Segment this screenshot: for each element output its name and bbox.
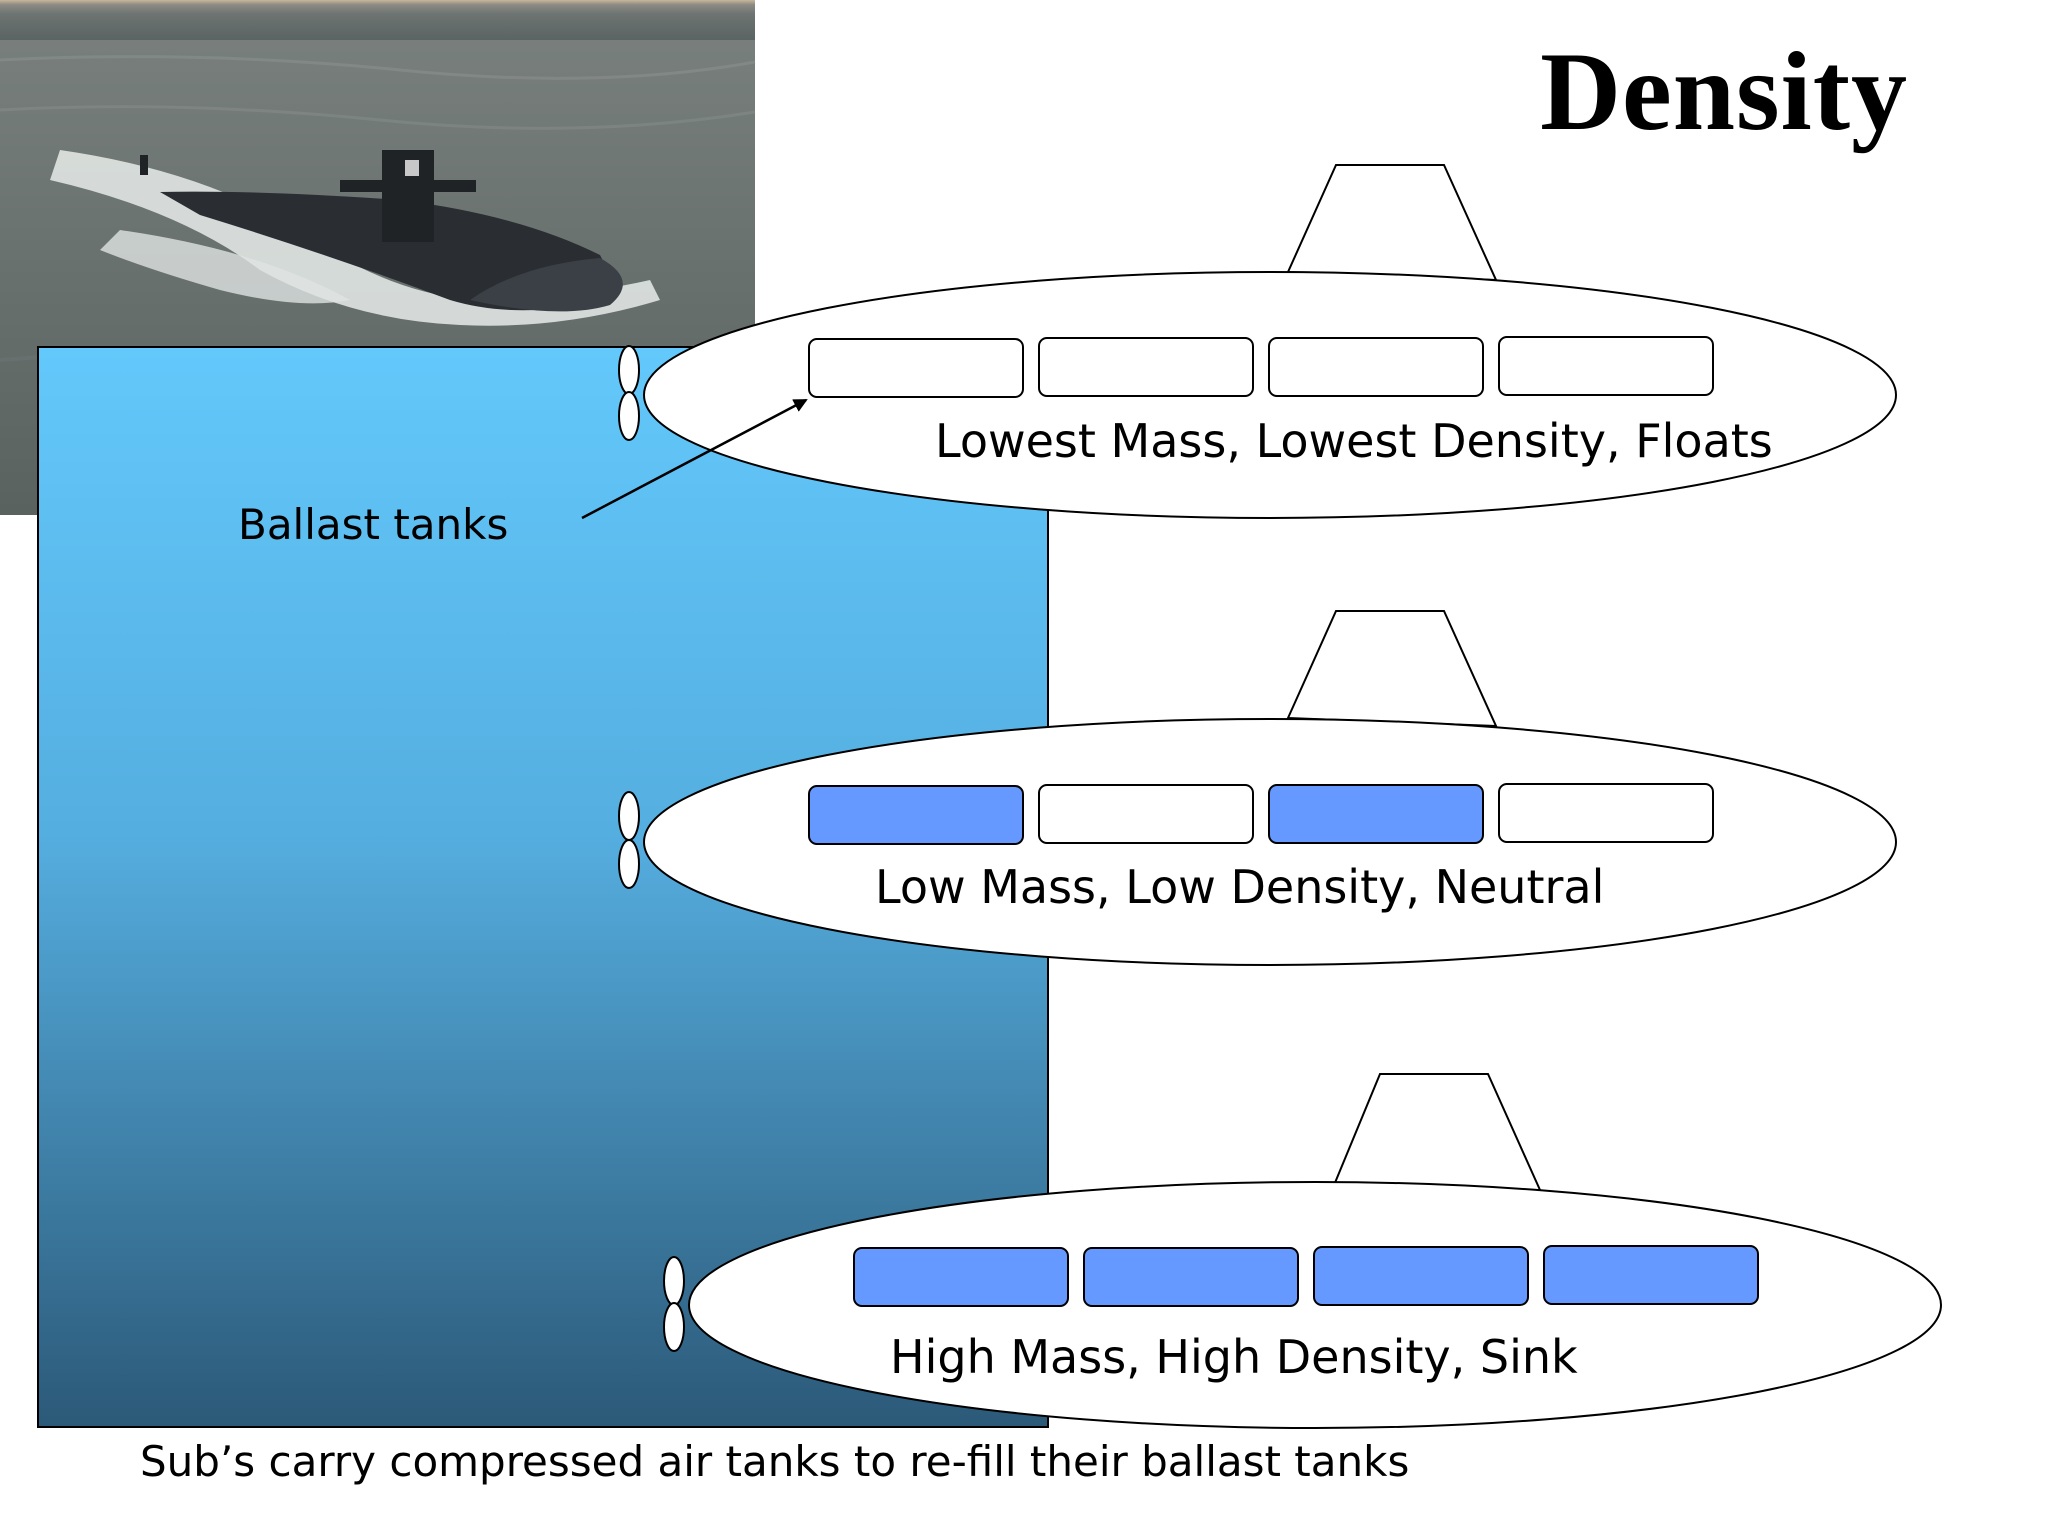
ballast-tank-empty — [1268, 337, 1484, 397]
submarine-caption-sinks: High Mass, High Density, Sink — [890, 1330, 1578, 1384]
propeller-icon — [663, 1256, 685, 1306]
propeller-icon — [618, 391, 640, 441]
conning-tower — [1330, 1073, 1542, 1191]
ballast-tank-filled — [1543, 1245, 1759, 1305]
ballast-tank-filled — [1083, 1247, 1299, 1307]
hull — [643, 718, 1897, 966]
page-title: Density — [1540, 30, 1908, 154]
ballast-tank-filled — [808, 785, 1024, 845]
ballast-arrow — [581, 398, 808, 520]
conning-tower — [1286, 164, 1498, 282]
hull — [643, 271, 1897, 519]
ballast-tank-filled — [1268, 784, 1484, 844]
submarine-sinks — [663, 1073, 1942, 1429]
propeller-icon — [618, 791, 640, 841]
ballast-tanks-label: Ballast tanks — [238, 500, 509, 549]
ballast-tank-filled — [853, 1247, 1069, 1307]
hull — [688, 1181, 1942, 1429]
ballast-tank-empty — [1498, 783, 1714, 843]
submarine-caption-floats: Lowest Mass, Lowest Density, Floats — [935, 414, 1773, 468]
conning-tower — [1286, 610, 1498, 728]
submarine-neutral — [618, 610, 1897, 966]
ballast-tank-empty — [1038, 337, 1254, 397]
propeller-icon — [618, 345, 640, 395]
ballast-tank-empty — [1498, 336, 1714, 396]
propeller-icon — [618, 839, 640, 889]
submarine-caption-neutral: Low Mass, Low Density, Neutral — [875, 860, 1605, 914]
ballast-tank-empty — [808, 338, 1024, 398]
ballast-tank-filled — [1313, 1246, 1529, 1306]
submarine-floats — [618, 164, 1897, 519]
footer-note: Sub’s carry compressed air tanks to re-f… — [140, 1437, 1410, 1486]
propeller-icon — [663, 1302, 685, 1352]
ballast-tank-empty — [1038, 784, 1254, 844]
